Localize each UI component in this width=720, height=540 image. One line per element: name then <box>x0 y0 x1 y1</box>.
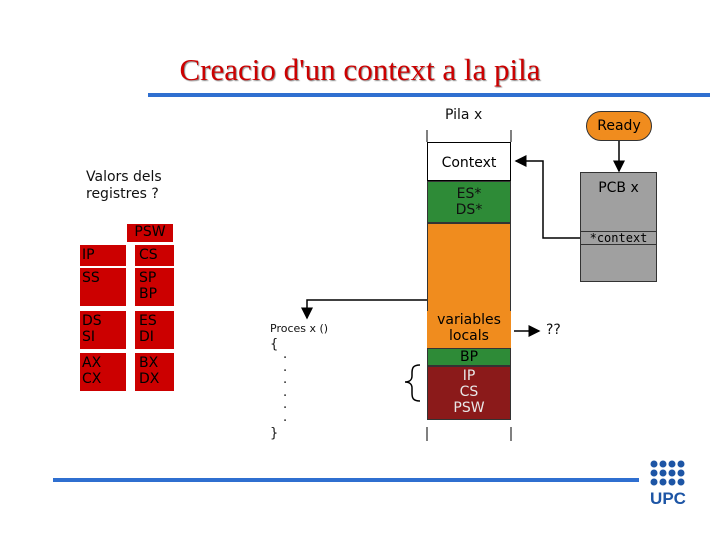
register-question: Valors dels registres ? <box>86 169 162 203</box>
register-ss: SS <box>80 268 126 306</box>
register-ss-label: SS <box>82 270 100 286</box>
register-es-di: ES DI <box>135 311 174 349</box>
stack-bp-cell: BP <box>427 348 511 366</box>
stack-to-process-arrow <box>301 299 427 320</box>
register-bx-dx: BX DX <box>135 353 174 391</box>
stack-ip-label: IP <box>462 368 476 384</box>
stack-cs-label: CS <box>459 384 479 400</box>
pcb-label: PCB x <box>598 180 639 196</box>
register-psw: PSW <box>127 224 173 242</box>
register-question-line2: registres ? <box>86 186 159 202</box>
register-ax-cx: AX CX <box>80 353 126 391</box>
stack-variables-label: variables <box>437 312 501 328</box>
process-close-brace: } <box>270 425 279 441</box>
process-header: Proces x () <box>270 322 329 335</box>
upc-logo-text: UPC <box>650 489 686 508</box>
page-title: Creacio d'un context a la pila <box>179 52 541 87</box>
register-question-line1: Valors dels <box>86 169 162 185</box>
ready-label: Ready <box>597 118 641 134</box>
upc-logo-dots-icon <box>650 460 685 486</box>
stack-es-label: ES* <box>456 186 482 202</box>
pcb-context-field: *context <box>580 231 657 245</box>
process-dot: . <box>283 397 288 413</box>
ready-box: Ready <box>586 111 652 141</box>
process-dot: . <box>283 347 288 362</box>
register-si-label: SI <box>82 329 96 345</box>
register-bp-label: BP <box>139 286 158 302</box>
bottom-rule <box>53 478 639 482</box>
stack-variables-locals: variables locals <box>427 311 511 348</box>
register-cx-label: CX <box>82 371 102 387</box>
register-es-label: ES <box>139 313 157 329</box>
register-ip-label: IP <box>82 247 95 263</box>
register-di-label: DI <box>139 329 154 345</box>
register-ax-label: AX <box>82 355 102 371</box>
process-dot: . <box>283 409 288 425</box>
stack-locals-label: locals <box>449 328 489 344</box>
unknown-label: ?? <box>546 322 561 338</box>
process-open-brace: { <box>270 337 279 352</box>
register-ds-label: DS <box>82 313 102 329</box>
register-bx-label: BX <box>139 355 159 371</box>
register-psw-label: PSW <box>134 224 166 240</box>
stack-segment-es-ds: ES* DS* <box>427 181 511 223</box>
context-pointer-arrow <box>514 155 596 239</box>
process-dots: . . . . . . <box>270 347 328 425</box>
register-cs-label: CS <box>139 247 158 263</box>
register-sp-label: SP <box>139 270 157 286</box>
pcb-box: PCB x <box>580 172 657 282</box>
pcb-context-label: *context <box>589 231 648 245</box>
stack-ip-cs-psw-cell: IP CS PSW <box>427 366 511 420</box>
process-dot: . <box>283 384 288 400</box>
brace-icon <box>404 364 421 402</box>
stack-context-label: Context <box>441 155 497 171</box>
stack-psw-label: PSW <box>453 400 485 416</box>
stack-bp-label: BP <box>459 349 479 365</box>
process-dot: . <box>283 372 288 388</box>
title-underline <box>148 93 710 97</box>
stack-context-cell: Context <box>427 142 511 181</box>
register-ds-si: DS SI <box>80 311 126 349</box>
upc-logo: UPC <box>648 460 692 510</box>
process-code: Proces x () { . . . . . . } <box>270 322 328 440</box>
stack-ds-label: DS* <box>455 202 483 218</box>
register-cs: CS <box>135 245 174 266</box>
stack-label: Pila x <box>445 107 483 123</box>
process-dot: . <box>283 359 288 375</box>
stack-edge-ticks <box>426 130 512 441</box>
register-ip: IP <box>80 245 126 266</box>
register-dx-label: DX <box>139 371 160 387</box>
register-sp-bp: SP BP <box>135 268 174 306</box>
